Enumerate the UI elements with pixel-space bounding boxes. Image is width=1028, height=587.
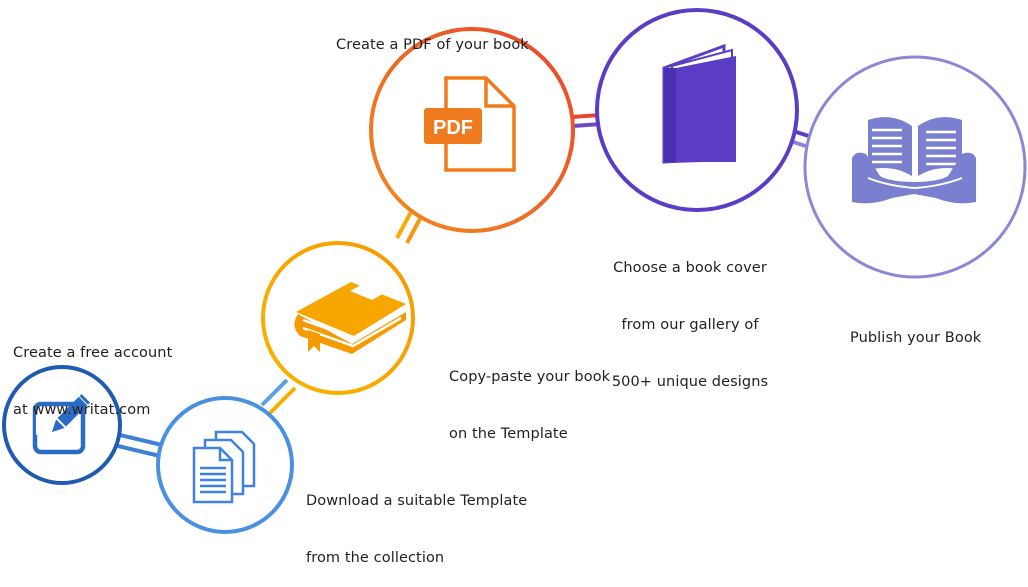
step-1-label: Create a free account at www.writat.com [13, 306, 172, 439]
step-4-label-line-1: Create a PDF of your book [336, 37, 529, 53]
pdf-file-icon: PDF [424, 76, 516, 172]
step-1-circle[interactable] [2, 365, 122, 485]
step-5-label-line-2: from our gallery of [621, 317, 759, 333]
svg-text:PDF: PDF [433, 117, 473, 139]
step-3-label: Copy-paste your book on the Template [449, 330, 610, 463]
connector-3-4 [395, 211, 423, 244]
step-3-label-line-1: Copy-paste your book [449, 369, 611, 385]
step-3-circle[interactable] [261, 241, 415, 395]
step-2-label-line-2: from the collection [306, 550, 445, 566]
step-6-label: Publish your Book [850, 291, 981, 367]
connector-1-2 [117, 433, 163, 458]
step-5-circle[interactable] [595, 8, 799, 212]
documents-stack-icon [192, 430, 256, 504]
closed-book-icon [294, 282, 406, 354]
step-6-label-line-1: Publish your Book [850, 330, 982, 346]
step-2-label-line-1: Download a suitable Template [306, 493, 528, 509]
standing-book-icon [662, 43, 736, 164]
pencil-edit-icon [32, 393, 91, 455]
step-1-label-line-1: Create a free account [13, 345, 173, 361]
step-5-label: Choose a book cover from our gallery of … [600, 221, 780, 411]
workflow-diagram: PDF [2, 8, 1027, 534]
step-1-label-line-2: at www.writat.com [13, 402, 151, 418]
step-5-label-line-3: 500+ unique designs [611, 374, 769, 390]
step-6-circle[interactable] [803, 55, 1027, 279]
step-4-circle[interactable]: PDF [369, 27, 575, 233]
step-3-label-line-2: on the Template [449, 426, 568, 442]
step-4-label: Create a PDF of your book [336, 0, 529, 74]
connector-2-3 [260, 378, 297, 415]
step-5-label-line-1: Choose a book cover [613, 260, 767, 276]
reading-book-icon [852, 117, 976, 204]
step-2-circle[interactable] [156, 396, 294, 534]
step-2-label: Download a suitable Template from the co… [306, 454, 527, 587]
